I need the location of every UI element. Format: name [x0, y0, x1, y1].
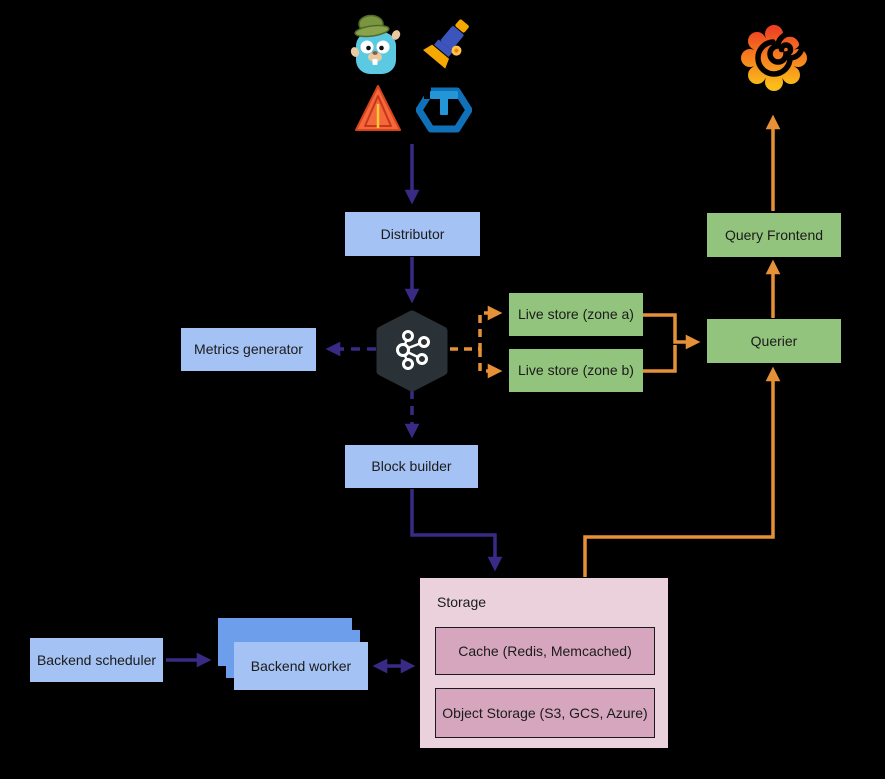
node-storage-label: Storage — [437, 594, 487, 610]
node-storage: Storage Cache (Redis, Memcached) Object … — [420, 578, 668, 748]
node-object-storage: Object Storage (S3, GCS, Azure) — [435, 688, 655, 738]
arrow-kafka-to-live-store-a — [450, 305, 503, 351]
node-distributor-label: Distributor — [380, 225, 445, 242]
node-query-frontend: Query Frontend — [707, 213, 841, 257]
node-cache-label: Cache (Redis, Memcached) — [458, 642, 632, 659]
node-backend-scheduler-label: Backend scheduler — [36, 651, 157, 668]
arrow-live-store-a-to-querier — [643, 313, 701, 350]
node-querier-label: Querier — [750, 332, 798, 349]
arrow-storage-to-querier — [583, 366, 781, 577]
node-object-storage-label: Object Storage (S3, GCS, Azure) — [442, 704, 648, 721]
node-live-store-zone-a: Live store (zone a) — [509, 293, 643, 336]
jaeger-gopher-icon — [350, 14, 401, 74]
opentelemetry-telescope-icon — [423, 19, 469, 69]
node-block-builder: Block builder — [345, 445, 478, 488]
node-metrics-generator-label: Metrics generator — [194, 341, 303, 358]
node-live-store-zone-a-label: Live store (zone a) — [518, 306, 634, 323]
arrow-block-builder-to-storage — [410, 489, 503, 572]
node-distributor: Distributor — [345, 212, 480, 256]
zipkin-pyramid-icon — [355, 85, 401, 131]
node-cache: Cache (Redis, Memcached) — [435, 627, 655, 675]
node-backend-scheduler: Backend scheduler — [30, 638, 163, 682]
node-live-store-zone-b: Live store (zone b) — [509, 349, 643, 392]
kafka-icon — [376, 310, 448, 392]
grafana-icon — [741, 25, 807, 91]
arrow-live-store-b-to-querier — [643, 345, 677, 373]
node-backend-worker-label: Backend worker — [250, 657, 352, 674]
node-live-store-zone-b-label: Live store (zone b) — [518, 362, 634, 379]
node-metrics-generator: Metrics generator — [181, 328, 316, 371]
node-querier: Querier — [707, 319, 841, 363]
hexagon-t-icon — [416, 86, 472, 133]
node-query-frontend-label: Query Frontend — [724, 226, 824, 243]
arrow-kafka-to-live-store-b — [478, 349, 503, 379]
node-block-builder-label: Block builder — [371, 458, 452, 475]
node-backend-worker: Backend worker — [234, 642, 368, 690]
